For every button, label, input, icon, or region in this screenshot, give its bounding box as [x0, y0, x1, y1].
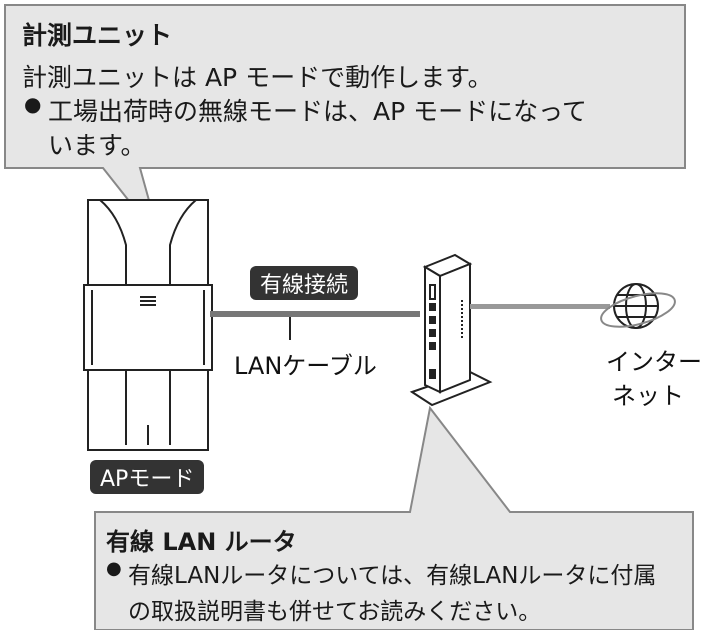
- lan-cable: [210, 311, 420, 340]
- top-callout-line: 計測ユニットは AP モードで動作します。: [22, 63, 493, 92]
- top-callout-title: 計測ユニット: [22, 21, 173, 50]
- wired-connection-tag: 有線接続: [250, 266, 359, 300]
- ap-mode-tag: APモード: [90, 460, 205, 494]
- bottom-callout-line1: 有線LANルータについては、有線LANルータに付属: [128, 563, 657, 589]
- bottom-callout-title: 有線 LAN ルータ: [106, 528, 297, 556]
- top-callout-bullet-line2: います。: [48, 131, 146, 160]
- globe-icon: [600, 283, 676, 329]
- bottom-callout-bullet: ●: [106, 558, 122, 579]
- top-callout-bullet: ●: [24, 92, 42, 116]
- top-callout-bullet-line1: 工場出荷時の無線モードは、AP モードになって: [48, 97, 587, 126]
- lan-cable-label: LANケーブル: [234, 352, 377, 380]
- bottom-callout-box: [94, 405, 694, 630]
- internet-label-line1: インター: [606, 348, 702, 376]
- internet-label-line2: ネット: [612, 382, 684, 410]
- bottom-callout-line2: の取扱説明書も併せてお読みください。: [128, 599, 542, 625]
- measurement-unit-device: [83, 199, 213, 451]
- router-device: [409, 253, 493, 407]
- internet-cable: [470, 304, 610, 309]
